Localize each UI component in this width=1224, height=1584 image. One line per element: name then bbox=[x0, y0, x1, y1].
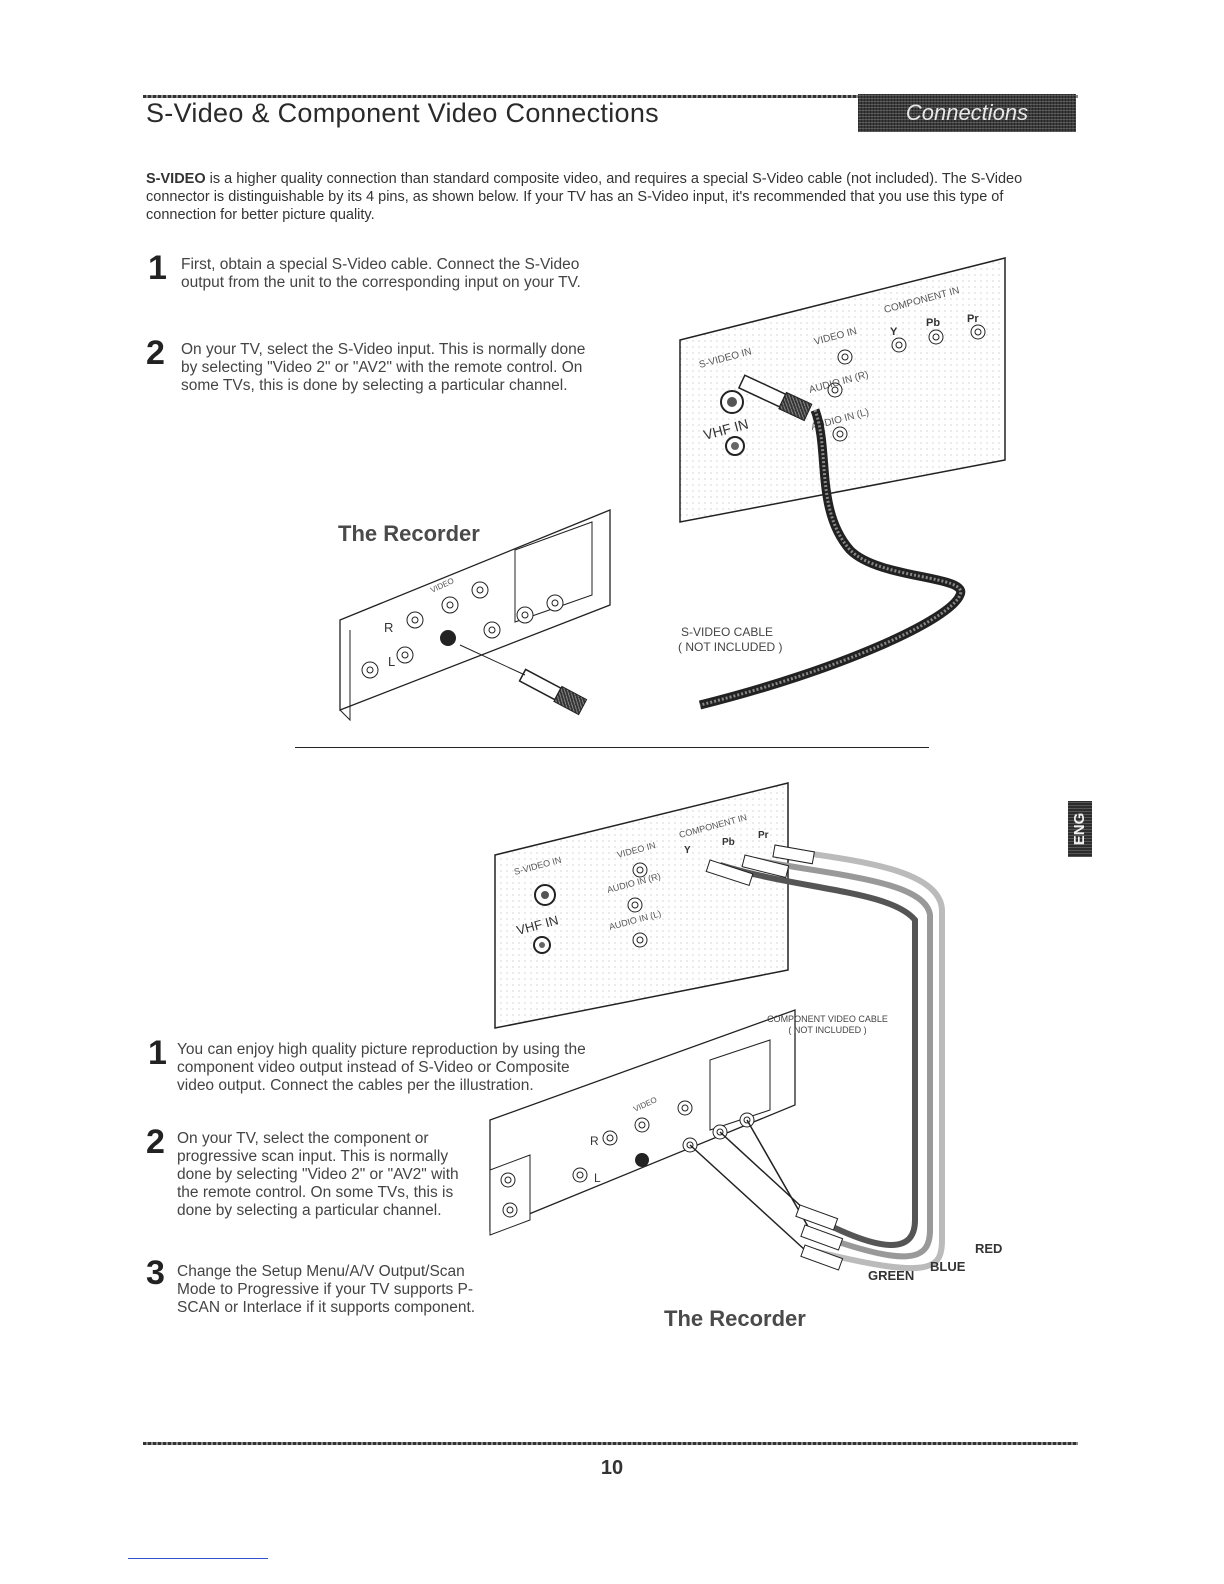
component-step-2-text: On your TV, select the component or prog… bbox=[177, 1130, 459, 1219]
cable-color-red: RED bbox=[975, 1241, 1003, 1256]
svideo-plug-tv bbox=[737, 374, 813, 422]
svideo-plug-recorder bbox=[518, 668, 588, 716]
language-tab-label: ENG bbox=[1071, 812, 1088, 846]
component-plugs-recorder bbox=[689, 1119, 844, 1271]
tv-jacks bbox=[720, 324, 986, 456]
tv2-jacks bbox=[533, 862, 648, 954]
recorder2-label-r: R bbox=[590, 1134, 599, 1148]
component-cable-label: COMPONENT VIDEO CABLE bbox=[767, 1014, 888, 1024]
cable-color-green: GREEN bbox=[868, 1268, 915, 1283]
component-plugs-tv bbox=[705, 844, 815, 886]
intro-lead: S-VIDEO bbox=[146, 171, 206, 187]
footer-underline bbox=[128, 1558, 268, 1559]
tv-label-pb: Pb bbox=[926, 317, 940, 329]
cable-color-blue: BLUE bbox=[930, 1259, 966, 1274]
component-step-1-number: 1 bbox=[148, 1034, 167, 1072]
component-recorder-caption: The Recorder bbox=[664, 1306, 806, 1331]
section-tab: Connections bbox=[858, 94, 1076, 132]
svideo-cable-label: S-VIDEO CABLE bbox=[681, 625, 774, 639]
component-step-2-number: 2 bbox=[146, 1123, 165, 1161]
svideo-step-1-number: 1 bbox=[148, 249, 167, 287]
svideo-cable-note: ( NOT INCLUDED ) bbox=[678, 640, 783, 654]
tv2-label-y: Y bbox=[684, 845, 691, 856]
recorder-label-l: L bbox=[388, 654, 395, 669]
tv2-label-pr: Pr bbox=[758, 830, 769, 841]
component-step-1-text: You can enjoy high quality picture repro… bbox=[177, 1041, 586, 1094]
component-step-3-text: Change the Setup Menu/A/V Output/Scan Mo… bbox=[177, 1263, 476, 1316]
tv-label-pr: Pr bbox=[967, 313, 979, 325]
footer-rule bbox=[143, 1442, 1078, 1445]
intro-body: is a higher quality connection than stan… bbox=[146, 171, 1023, 223]
svideo-connection-diagram: S-VIDEO IN VIDEO IN COMPONENT IN Y Pb Pr… bbox=[339, 257, 1006, 722]
component-step-3-number: 3 bbox=[146, 1254, 165, 1292]
recorder-label-r: R bbox=[384, 620, 393, 635]
page-title: S-Video & Component Video Connections bbox=[146, 98, 659, 128]
section-divider bbox=[295, 747, 929, 748]
intro-paragraph: S-VIDEO is a higher quality connection t… bbox=[146, 170, 1066, 224]
language-tab: ENG bbox=[1068, 801, 1092, 857]
svideo-recorder-caption: The Recorder bbox=[338, 521, 480, 546]
header-top-rule bbox=[143, 95, 1078, 98]
component-connection-diagram: S-VIDEO IN VIDEO IN COMPONENT IN Y Pb Pr… bbox=[489, 782, 945, 1272]
component-cables bbox=[719, 847, 945, 1272]
recorder2-label-l: L bbox=[594, 1171, 601, 1185]
recorder-jacks bbox=[361, 581, 564, 679]
component-cable-note: ( NOT INCLUDED ) bbox=[788, 1025, 867, 1035]
svideo-step-2-text: On your TV, select the S-Video input. Th… bbox=[181, 341, 586, 394]
svideo-step-1-text: First, obtain a special S-Video cable. C… bbox=[181, 256, 581, 291]
svideo-step-2-number: 2 bbox=[146, 334, 165, 372]
page-number: 10 bbox=[600, 1457, 624, 1479]
tv2-label-pb: Pb bbox=[722, 837, 735, 848]
tv-label-y: Y bbox=[890, 326, 898, 338]
recorder2-jacks bbox=[500, 1100, 755, 1218]
